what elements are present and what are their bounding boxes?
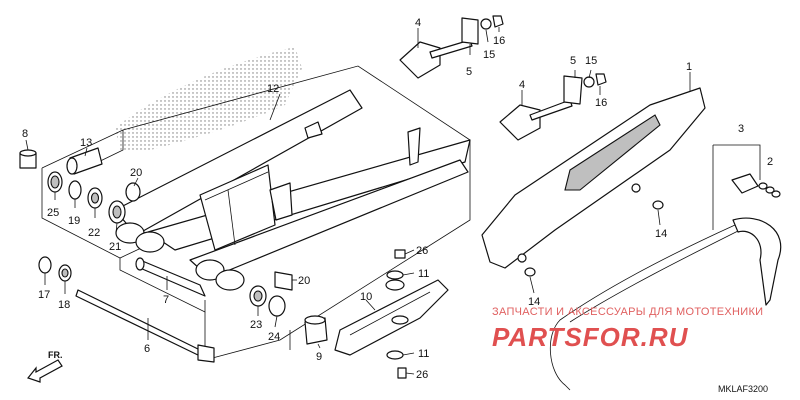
callout-26: 26 [416,369,428,381]
callout-4: 4 [519,79,525,91]
callout-16: 16 [595,97,607,109]
watermark-brand: PARTSFOR.RU [492,322,689,352]
callout-6: 6 [144,343,150,355]
callout-11: 11 [418,348,429,360]
callout-11: 11 [418,268,429,280]
callout-7: 7 [163,294,169,306]
front-direction-label: FR. [48,350,63,360]
callout-18: 18 [58,299,70,311]
callout-1: 1 [686,61,692,73]
nut-17-washer-18 [38,256,72,282]
pivot-collar-13 [66,147,103,175]
callout-19: 19 [68,215,80,227]
callout-15: 15 [585,55,597,67]
swingarm [114,89,471,291]
front-direction-arrow: FR. [26,350,63,383]
callout-5: 5 [466,66,472,78]
leader-lines [25,27,691,375]
callout-17: 17 [38,289,50,301]
chain-slider-10 [334,279,449,356]
watermark-tagline: ЗАПЧАСТИ И АКСЕССУАРЫ ДЛЯ МОТОТЕХНИКИ [492,306,763,318]
callout-labels: 4 5 15 16 4 5 15 16 1 3 2 12 8 13 20 25 … [22,17,773,381]
callout-12: 12 [267,83,279,95]
callout-22: 22 [88,227,100,239]
callout-3: 3 [738,123,744,135]
watermark: ЗАПЧАСТИ И АКСЕССУАРЫ ДЛЯ МОТОТЕХНИКИ PA… [492,306,763,352]
chain-adjuster-lower [499,73,607,141]
callout-14: 14 [655,228,667,240]
pivot-pipe-7 [135,257,206,297]
callout-13: 13 [80,137,92,149]
drive-chain-case-1 [481,87,706,269]
bushing-8 [19,149,37,169]
callout-10: 10 [360,291,372,303]
callout-21: 21 [109,241,121,253]
callout-14: 14 [528,296,540,308]
callout-26: 26 [416,245,428,257]
right-pivot-parts [249,271,293,317]
chain-adjuster-upper [399,15,504,79]
callout-9: 9 [316,351,322,363]
collar-9 [304,315,328,345]
callout-20: 20 [130,167,142,179]
callout-15: 15 [483,49,495,61]
pivot-bolt-6 [75,289,215,363]
callout-16: 16 [493,35,505,47]
diagram-code: MKLAF3200 [718,384,768,394]
callout-20: 20 [298,275,310,287]
callout-4: 4 [415,17,421,29]
callout-2: 2 [767,156,773,168]
callout-24: 24 [268,331,280,343]
rear-fender-stipple [115,47,302,150]
drive-chain-3 [549,217,782,391]
callout-23: 23 [250,319,262,331]
callout-5: 5 [570,55,576,67]
callout-25: 25 [47,207,59,219]
callout-8: 8 [22,128,28,140]
bracket-3 [713,144,761,180]
chain-case-bolts-14 [524,200,664,277]
master-link-kit-2 [731,173,781,198]
